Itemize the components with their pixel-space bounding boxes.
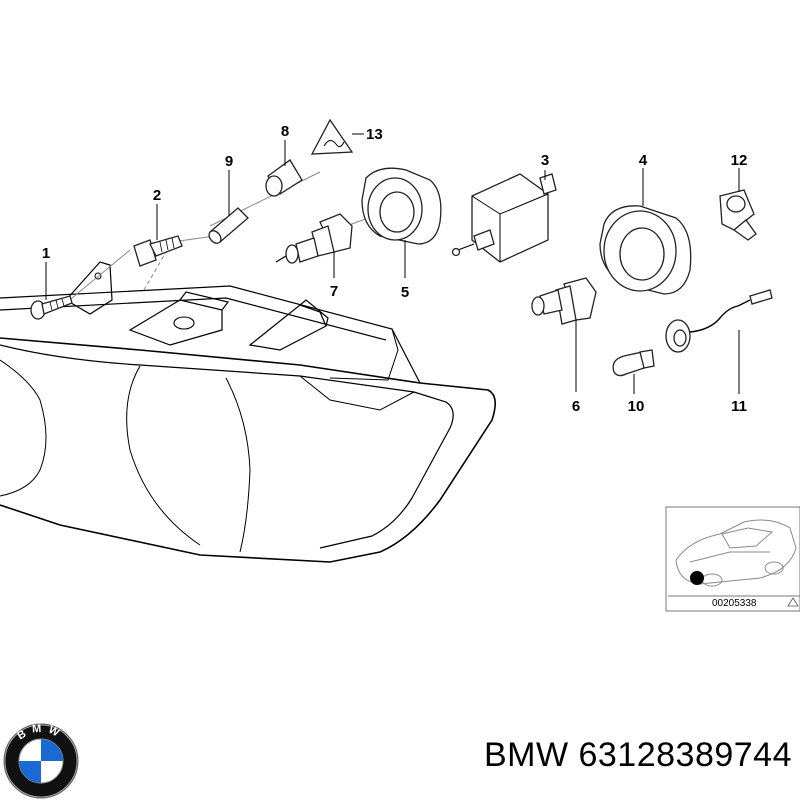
part-12-bulb-socket (719, 189, 757, 241)
part-2-adjuster (133, 235, 183, 267)
callout-7: 7 (330, 283, 338, 300)
callout-3: 3 (541, 152, 549, 169)
part-9-pin (208, 207, 249, 244)
callout-6: 6 (572, 398, 580, 415)
car-silhouette (675, 519, 797, 587)
inset-reference-number: 00205338 (712, 598, 757, 609)
callout-11: 11 (731, 398, 747, 415)
callout-10: 10 (628, 398, 645, 415)
part-10-small-bulb (612, 349, 655, 377)
callout-4: 4 (639, 152, 648, 169)
callout-13: 13 (366, 126, 383, 143)
part-7-bulb (275, 213, 353, 264)
part-number: 63128389744 (578, 736, 792, 774)
part-4-cover-ring (599, 205, 692, 295)
callout-numbers: 1 2 3 4 5 6 7 8 9 10 11 12 13 (42, 123, 748, 415)
location-marker (690, 571, 704, 585)
bmw-logo: BMW (3, 723, 79, 799)
part-6-bulb (531, 277, 597, 325)
leader-lines (45, 133, 740, 394)
inset-warning-triangle-icon (787, 597, 799, 607)
part-13-warning-label (310, 118, 354, 155)
part-11-cable-grommet (665, 289, 773, 353)
callout-8: 8 (281, 123, 289, 140)
part-8-socket (265, 159, 303, 197)
callout-5: 5 (401, 284, 409, 301)
locator-inset: 00205338 (665, 506, 800, 612)
part-3-ignition-module (451, 173, 557, 263)
part-caption: BMW 63128389744 (382, 736, 792, 775)
callout-2: 2 (153, 187, 161, 204)
callout-1: 1 (42, 245, 50, 262)
callout-9: 9 (225, 153, 233, 170)
part-1-screw (30, 295, 73, 320)
headlight-housing (0, 171, 496, 563)
callout-12: 12 (731, 152, 748, 169)
brand-name: BMW (483, 736, 569, 774)
part-5-cover-ring (361, 167, 442, 245)
